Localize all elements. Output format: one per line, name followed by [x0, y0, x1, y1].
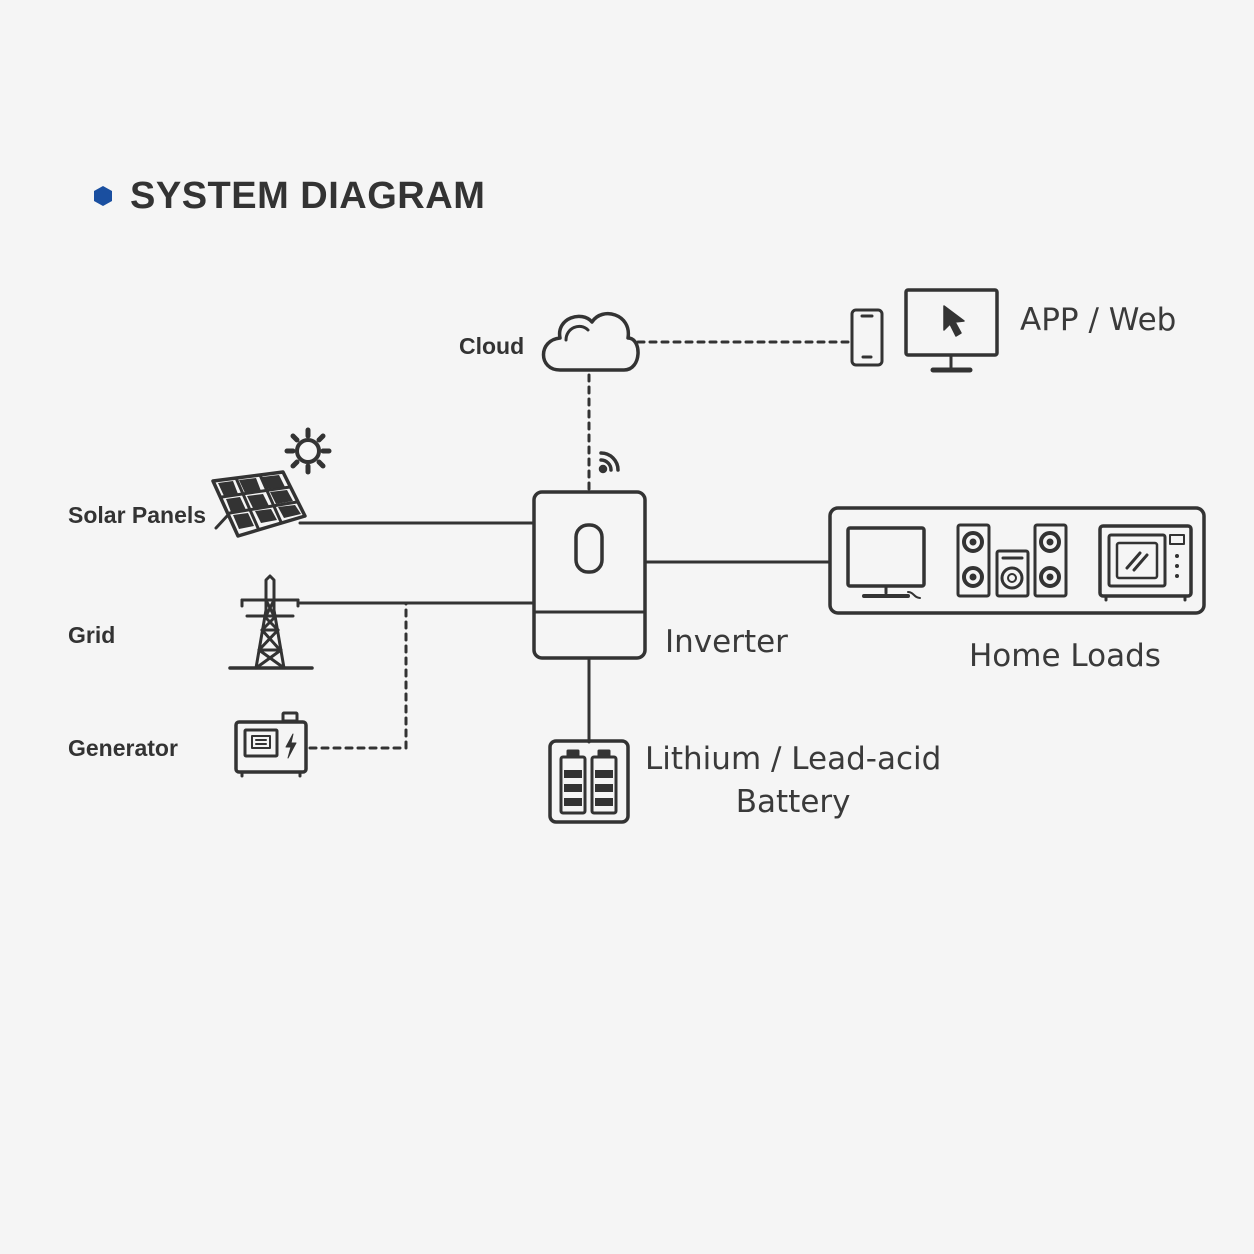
battery-pack-icon [548, 739, 630, 824]
wifi-signal-icon [598, 451, 620, 474]
app-web-label: APP / Web [1020, 302, 1177, 338]
cloud-label: Cloud [459, 333, 525, 359]
battery-label-line1: Lithium / Lead-acid [645, 741, 942, 777]
cloud-icon [541, 311, 640, 372]
transmission-tower-icon [228, 574, 314, 670]
section-header: SYSTEM DIAGRAM [92, 172, 485, 220]
generator-dashed-line [308, 601, 408, 750]
connections [298, 340, 852, 750]
page-title: SYSTEM DIAGRAM [130, 174, 486, 217]
generator-label: Generator [68, 735, 178, 761]
home-loads-label: Home Loads [969, 638, 1161, 674]
tv-icon [846, 526, 926, 599]
home-loads-box [828, 506, 1206, 615]
sun-icon [284, 427, 332, 475]
battery-label-line2: Battery [735, 784, 851, 820]
solar-panels-label: Solar Panels [68, 502, 207, 528]
grid-label: Grid [68, 622, 116, 648]
monitor-cursor-icon [904, 288, 999, 373]
hexagon-bullet-icon [94, 186, 112, 206]
speaker-system-icon [956, 523, 1068, 598]
inverter-label: Inverter [665, 624, 788, 660]
solar-panel-icon [211, 470, 307, 538]
generator-icon [234, 711, 308, 778]
microwave-icon [1098, 524, 1193, 602]
battery-label: Lithium / Lead-acid Battery [645, 738, 941, 824]
inverter-icon [532, 490, 647, 660]
smartphone-icon [850, 308, 884, 367]
